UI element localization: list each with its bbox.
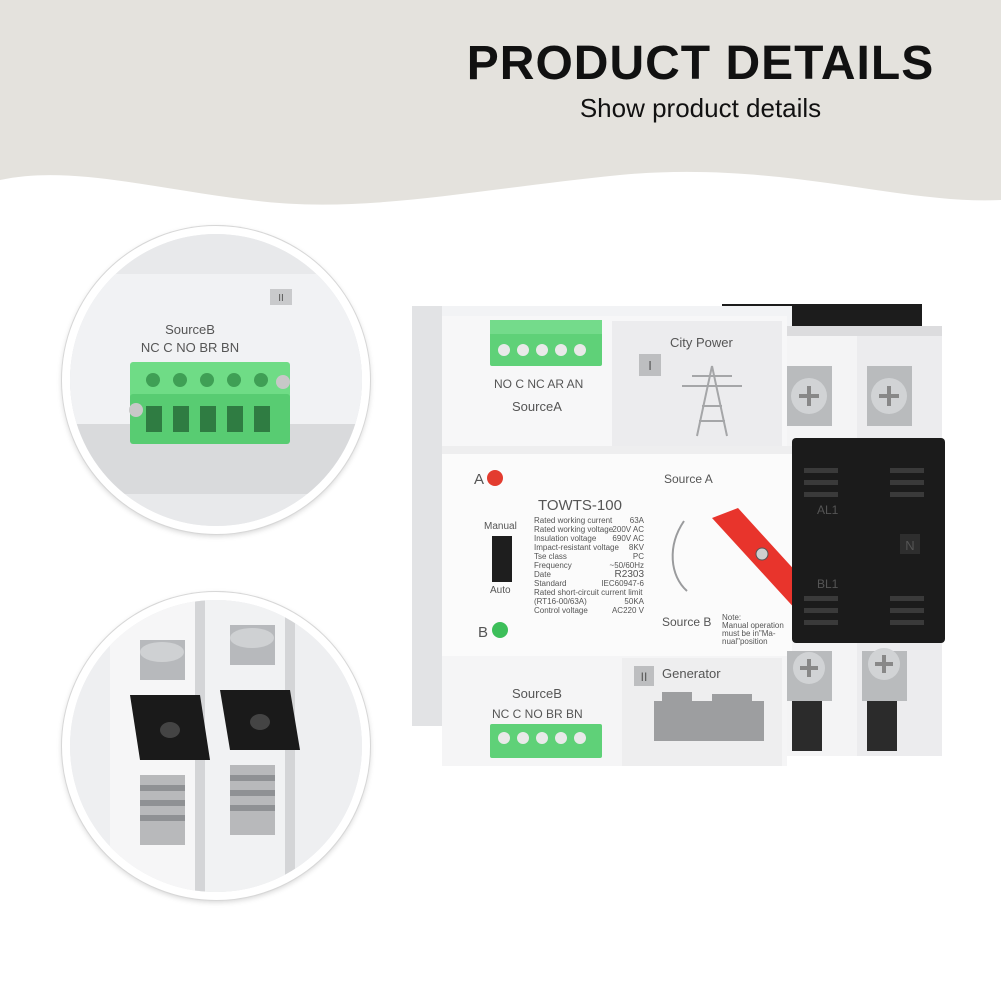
indicator-a-label: A (474, 471, 484, 488)
screw-icon (140, 625, 275, 680)
black-side-panel (792, 438, 945, 643)
city-power-label: City Power (670, 335, 734, 350)
black-clamp (130, 690, 300, 760)
note-line: Manual operation (722, 621, 784, 630)
spec-label: Control voltage (534, 606, 588, 615)
zoom-source-label: SourceB (165, 322, 215, 337)
model-name: TOWTS-100 (538, 497, 622, 514)
mode-switch[interactable] (492, 536, 512, 582)
spec-value: 63A (630, 516, 645, 525)
spring-screw-icon (140, 765, 275, 845)
ats-device: NO C NC AR AN SourceA I City Power A B T… (412, 304, 945, 766)
auto-label: Auto (490, 585, 511, 596)
spec-value: PC (633, 552, 644, 561)
spec-label: Date (534, 570, 551, 579)
page-title: PRODUCT DETAILS (466, 37, 935, 90)
generator-label: Generator (662, 666, 721, 681)
terminal-screw-icon (787, 366, 912, 426)
zoom-green-terminal-block (129, 362, 290, 444)
switch-source-b-label: Source B (662, 615, 711, 629)
note-text: Note: Manual operation must be in"Ma- nu… (722, 613, 784, 646)
spec-label: Rated short-circuit current limit (534, 588, 643, 597)
n-label: N (905, 538, 914, 553)
power-tower-icon (682, 365, 742, 437)
spec-label: Tse class (534, 552, 567, 561)
spec-label: Rated working current (534, 516, 613, 525)
bottom-badge: II (641, 670, 648, 684)
source-b-terminal-labels: NC C NO BR BN (492, 707, 583, 721)
zoom-screw-circle (62, 592, 370, 900)
source-b-label: SourceB (512, 686, 562, 701)
zoom-terminal-circle: II SourceB NC C NO BR BN (62, 226, 370, 534)
spec-value: 50KA (624, 597, 644, 606)
note-line: Note: (722, 613, 741, 622)
background-wave (0, 0, 1001, 205)
al1-label: AL1 (817, 503, 839, 517)
spec-value: AC220 V (612, 606, 645, 615)
spec-label: Frequency (534, 561, 572, 570)
spec-value: IEC60947-6 (601, 579, 644, 588)
spec-label: (RT16-00/63A) (534, 597, 587, 606)
bl1-label: BL1 (817, 577, 839, 591)
spec-value: ~50/60Hz (610, 561, 644, 570)
spec-table: Rated working current Rated working volt… (534, 516, 645, 615)
generator-icon (654, 692, 764, 741)
zoom-badge: II (278, 293, 284, 304)
spec-label: Impact-resistant voltage (534, 543, 619, 552)
spec-value: 200V AC (612, 525, 644, 534)
spec-label: Rated working voltage (534, 525, 614, 534)
source-b-terminal-block (490, 724, 602, 758)
spec-value: R2303 (615, 569, 645, 580)
spec-label: Standard (534, 579, 566, 588)
top-badge: I (648, 358, 652, 373)
source-a-terminal-labels: NO C NC AR AN (494, 377, 583, 391)
zoom-terminal-labels: NC C NO BR BN (141, 340, 239, 355)
spec-value: 690V AC (612, 534, 644, 543)
indicator-b-light (492, 622, 508, 638)
source-a-label: SourceA (512, 399, 562, 414)
note-line: must be in"Ma- (722, 629, 776, 638)
manual-label: Manual (484, 521, 517, 532)
indicator-b-label: B (478, 624, 488, 641)
vent-slots (804, 468, 924, 625)
terminal-screw-icon (787, 648, 907, 751)
spec-label: Insulation voltage (534, 534, 597, 543)
switch-source-a-label: Source A (664, 472, 713, 486)
source-a-terminal-block (490, 320, 602, 366)
indicator-a-light (487, 470, 503, 486)
page-subtitle: Show product details (579, 93, 822, 123)
rotate-arrow-icon (671, 520, 688, 592)
note-line: nual"position (722, 637, 768, 646)
spec-value: 8KV (629, 543, 645, 552)
